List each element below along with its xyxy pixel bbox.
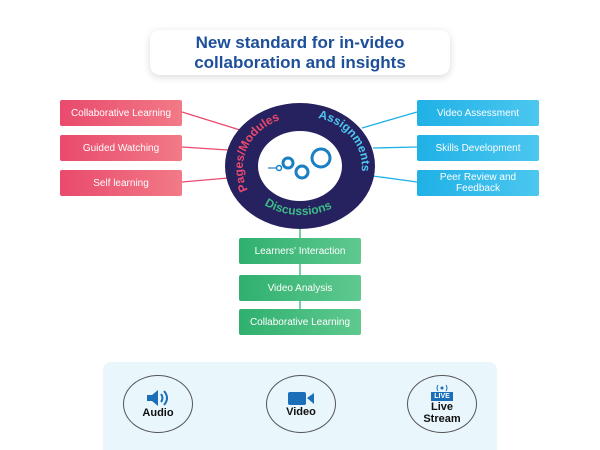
live-label: Live: [430, 400, 453, 413]
right-item-video-assessment: Video Assessment: [417, 100, 539, 126]
live-badge: LIVE: [431, 391, 453, 401]
media-video: Video: [266, 375, 336, 433]
logo-icon: [268, 147, 332, 180]
audio-label: Audio: [142, 407, 174, 419]
video-camera-icon: [288, 392, 314, 405]
right-item-skills-development: Skills Development: [417, 135, 539, 161]
title-line-1: New standard for in-video: [195, 32, 405, 52]
broadcast-icon: [436, 384, 448, 391]
video-label: Video: [286, 406, 316, 418]
bottom-item-collaborative-learning: Collaborative Learning: [239, 309, 361, 335]
speaker-icon: [147, 390, 168, 406]
stream-label: Stream: [423, 412, 461, 425]
media-live-stream: LIVE Live Stream: [407, 375, 477, 433]
left-item-self-learning: Self learning: [60, 170, 182, 196]
left-item-collaborative-learning: Collaborative Learning: [60, 100, 182, 126]
bottom-item-video-analysis: Video Analysis: [239, 275, 361, 301]
left-item-guided-watching: Guided Watching: [60, 135, 182, 161]
bottom-item-learners-interaction: Learners' Interaction: [239, 238, 361, 264]
media-audio: Audio: [123, 375, 193, 433]
title-line-2: collaboration and insights: [194, 52, 406, 72]
right-item-peer-review: Peer Review and Feedback: [417, 170, 539, 196]
